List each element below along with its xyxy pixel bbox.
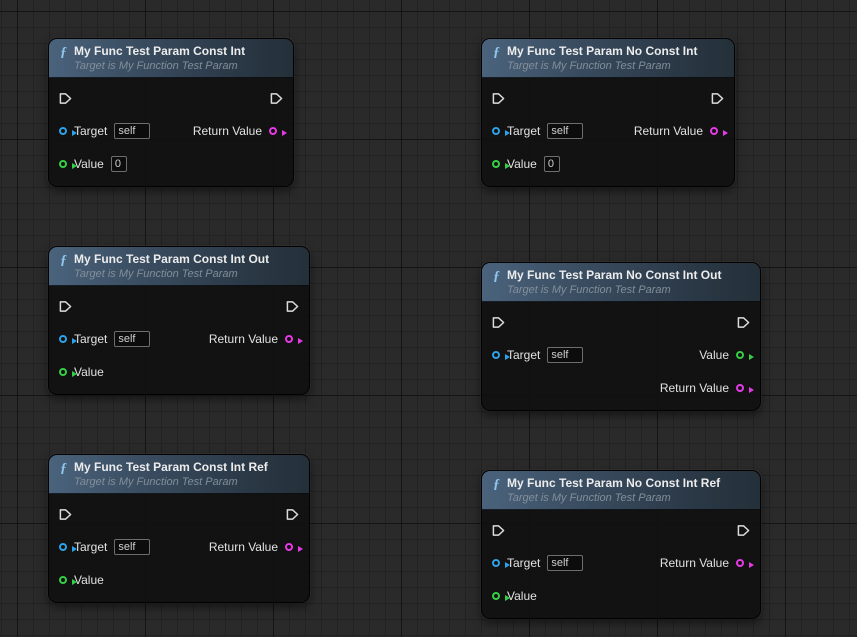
function-icon: ƒ bbox=[493, 45, 500, 60]
exec-out-pin[interactable] bbox=[711, 92, 724, 105]
value-pin-label: Value bbox=[507, 157, 537, 171]
target-pin[interactable] bbox=[492, 127, 510, 136]
node-header[interactable]: ƒ My Func Test Param Const Int Out Targe… bbox=[49, 247, 309, 286]
return-value-label: Return Value bbox=[192, 124, 262, 138]
node-title: My Func Test Param No Const Int Ref bbox=[507, 476, 721, 490]
target-self-input[interactable] bbox=[547, 347, 584, 363]
value-pin[interactable] bbox=[492, 592, 510, 601]
target-pin[interactable] bbox=[59, 127, 77, 136]
value-out-label: Value bbox=[699, 348, 729, 362]
node-const-int[interactable]: ƒ My Func Test Param Const Int Target is… bbox=[48, 38, 294, 187]
node-title: My Func Test Param No Const Int bbox=[507, 44, 698, 58]
exec-in-pin[interactable] bbox=[59, 508, 72, 521]
node-title: My Func Test Param Const Int bbox=[74, 44, 246, 58]
node-no-const-int[interactable]: ƒ My Func Test Param No Const Int Target… bbox=[481, 38, 735, 187]
function-icon: ƒ bbox=[493, 477, 500, 492]
return-value-label: Return Value bbox=[659, 381, 729, 395]
node-subtitle: Target is My Function Test Param bbox=[74, 268, 238, 280]
return-value-pin[interactable] bbox=[285, 543, 303, 552]
exec-in-pin[interactable] bbox=[59, 300, 72, 313]
function-icon: ƒ bbox=[60, 253, 67, 268]
exec-in-pin[interactable] bbox=[492, 92, 505, 105]
value-pin-label: Value bbox=[74, 573, 104, 587]
target-pin-label: Target bbox=[74, 332, 108, 346]
target-pin[interactable] bbox=[492, 559, 510, 568]
function-icon: ƒ bbox=[493, 269, 500, 284]
node-title: My Func Test Param Const Int Out bbox=[74, 252, 270, 266]
exec-out-pin[interactable] bbox=[737, 316, 750, 329]
function-icon: ƒ bbox=[60, 45, 67, 60]
node-subtitle: Target is My Function Test Param bbox=[507, 492, 671, 504]
node-no-const-int-ref[interactable]: ƒ My Func Test Param No Const Int Ref Ta… bbox=[481, 470, 761, 619]
return-value-pin[interactable] bbox=[285, 335, 303, 344]
value-input[interactable] bbox=[110, 156, 127, 172]
node-body: Target Return Value Value bbox=[49, 286, 309, 394]
exec-out-pin[interactable] bbox=[270, 92, 283, 105]
target-self-input[interactable] bbox=[547, 555, 584, 571]
node-body: Target Return Value Value bbox=[49, 78, 293, 186]
function-icon: ƒ bbox=[60, 461, 67, 476]
node-header[interactable]: ƒ My Func Test Param No Const Int Out Ta… bbox=[482, 263, 760, 302]
target-pin-label: Target bbox=[507, 348, 541, 362]
node-no-const-int-out[interactable]: ƒ My Func Test Param No Const Int Out Ta… bbox=[481, 262, 761, 411]
value-pin-label: Value bbox=[507, 589, 537, 603]
node-header[interactable]: ƒ My Func Test Param No Const Int Ref Ta… bbox=[482, 471, 760, 510]
value-pin-label: Value bbox=[74, 365, 104, 379]
target-pin-label: Target bbox=[507, 124, 541, 138]
node-const-int-out[interactable]: ƒ My Func Test Param Const Int Out Targe… bbox=[48, 246, 310, 395]
exec-out-pin[interactable] bbox=[286, 508, 299, 521]
node-subtitle: Target is My Function Test Param bbox=[507, 60, 671, 72]
target-pin-label: Target bbox=[74, 540, 108, 554]
node-body: Target Return Value Value bbox=[482, 78, 734, 186]
target-pin-label: Target bbox=[507, 556, 541, 570]
target-self-input[interactable] bbox=[114, 331, 151, 347]
node-header[interactable]: ƒ My Func Test Param No Const Int Target… bbox=[482, 39, 734, 78]
node-title: My Func Test Param Const Int Ref bbox=[74, 460, 268, 474]
value-pin[interactable] bbox=[492, 160, 510, 169]
value-out-pin[interactable] bbox=[736, 351, 754, 360]
target-self-input[interactable] bbox=[547, 123, 584, 139]
target-pin[interactable] bbox=[59, 543, 77, 552]
target-pin-label: Target bbox=[74, 124, 108, 138]
node-subtitle: Target is My Function Test Param bbox=[74, 60, 238, 72]
target-pin[interactable] bbox=[492, 351, 510, 360]
exec-in-pin[interactable] bbox=[59, 92, 72, 105]
return-value-label: Return Value bbox=[659, 556, 729, 570]
return-value-label: Return Value bbox=[633, 124, 703, 138]
exec-out-pin[interactable] bbox=[737, 524, 750, 537]
value-pin-label: Value bbox=[74, 157, 104, 171]
node-const-int-ref[interactable]: ƒ My Func Test Param Const Int Ref Targe… bbox=[48, 454, 310, 603]
node-header[interactable]: ƒ My Func Test Param Const Int Target is… bbox=[49, 39, 293, 78]
return-value-pin[interactable] bbox=[269, 127, 287, 136]
value-pin[interactable] bbox=[59, 576, 77, 585]
value-input[interactable] bbox=[543, 156, 560, 172]
exec-in-pin[interactable] bbox=[492, 316, 505, 329]
target-pin[interactable] bbox=[59, 335, 77, 344]
exec-in-pin[interactable] bbox=[492, 524, 505, 537]
node-body: Target Return Value Value bbox=[49, 494, 309, 602]
target-self-input[interactable] bbox=[114, 539, 151, 555]
node-subtitle: Target is My Function Test Param bbox=[507, 284, 671, 296]
return-value-label: Return Value bbox=[208, 332, 278, 346]
node-subtitle: Target is My Function Test Param bbox=[74, 476, 238, 488]
return-value-pin[interactable] bbox=[710, 127, 728, 136]
value-pin[interactable] bbox=[59, 160, 77, 169]
node-body: Target Value Return Value bbox=[482, 302, 760, 410]
exec-out-pin[interactable] bbox=[286, 300, 299, 313]
target-self-input[interactable] bbox=[114, 123, 151, 139]
node-body: Target Return Value Value bbox=[482, 510, 760, 618]
node-title: My Func Test Param No Const Int Out bbox=[507, 268, 722, 282]
return-value-pin[interactable] bbox=[736, 559, 754, 568]
return-value-label: Return Value bbox=[208, 540, 278, 554]
return-value-pin[interactable] bbox=[736, 384, 754, 393]
node-header[interactable]: ƒ My Func Test Param Const Int Ref Targe… bbox=[49, 455, 309, 494]
value-pin[interactable] bbox=[59, 368, 77, 377]
